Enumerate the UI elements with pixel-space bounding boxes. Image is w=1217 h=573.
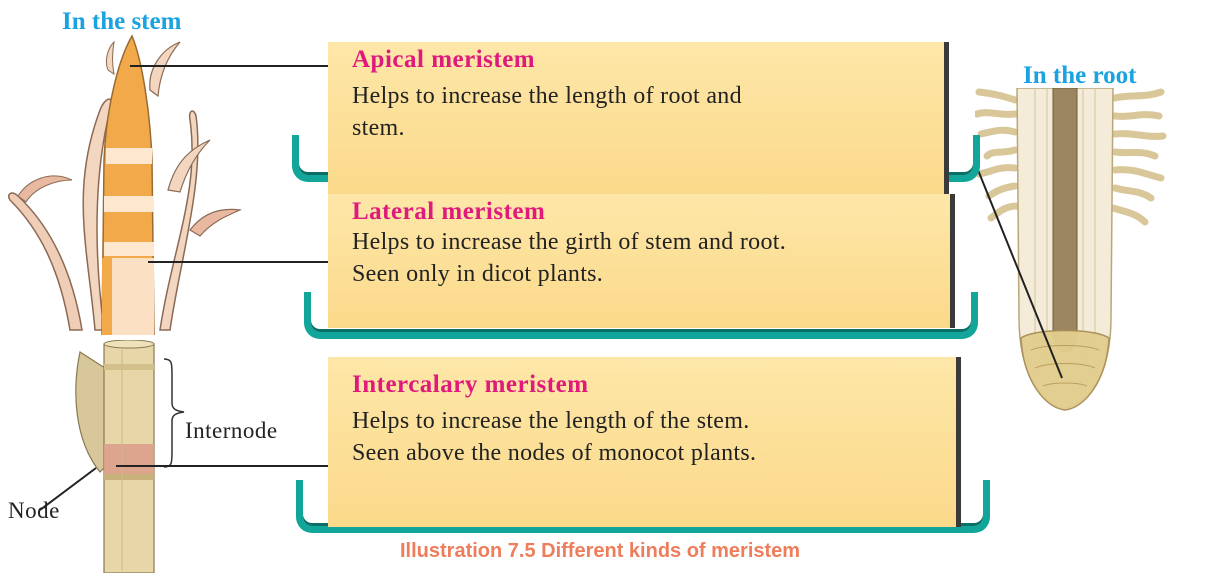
apical-meristem-card: Apical meristem Helps to increase the le…: [328, 42, 949, 197]
apical-line-1: Helps to increase the length of root and: [352, 80, 926, 112]
lateral-line-1: Helps to increase the girth of stem and …: [352, 226, 932, 258]
lateral-meristem-card: Lateral meristem Helps to increase the g…: [328, 194, 955, 328]
intercalary-line-2: Seen above the nodes of monocot plants.: [352, 437, 938, 469]
figure-caption: Illustration 7.5 Different kinds of meri…: [400, 540, 800, 563]
apical-heading: Apical meristem: [352, 46, 926, 74]
intercalary-meristem-card: Intercalary meristem Helps to increase t…: [328, 357, 961, 527]
apical-line-2: stem.: [352, 112, 926, 144]
intercalary-heading: Intercalary meristem: [352, 371, 938, 399]
intercalary-line-1: Helps to increase the length of the stem…: [352, 405, 938, 437]
lateral-heading: Lateral meristem: [352, 198, 932, 226]
lateral-line-2: Seen only in dicot plants.: [352, 258, 932, 290]
